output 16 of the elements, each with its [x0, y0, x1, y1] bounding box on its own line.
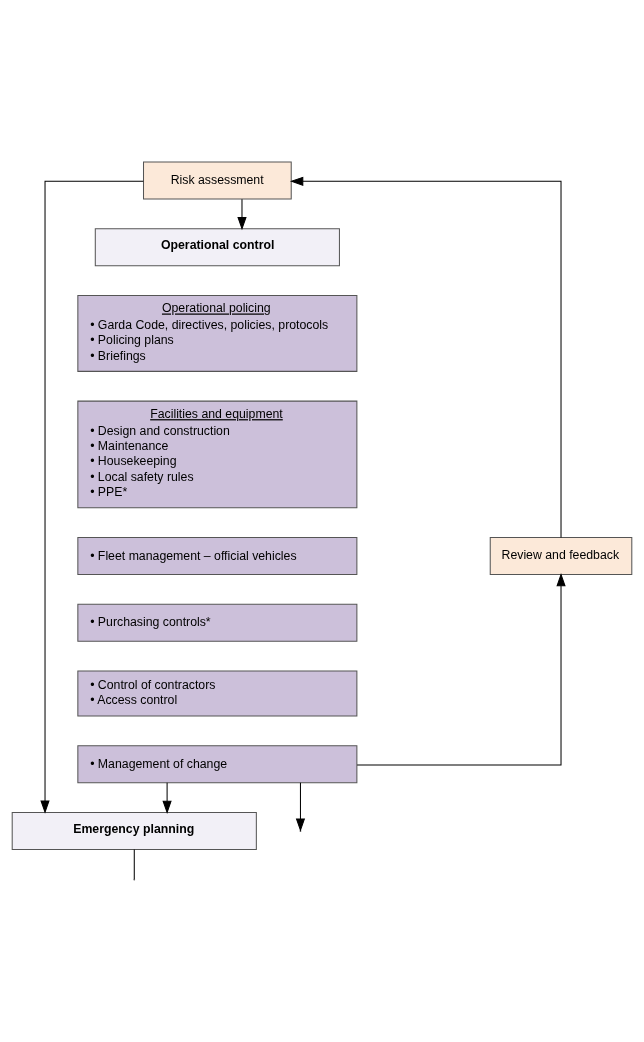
- node-box: • Purchasing controls*: [77, 603, 358, 642]
- arrow: [289, 176, 562, 538]
- node-box: Emergency planning: [11, 811, 257, 850]
- node-box: Operational policing • Garda Code, directives, policies, protocols • Policing plans • Briefings: [77, 294, 358, 372]
- arrow: [237, 198, 247, 231]
- connector: [133, 849, 135, 880]
- node-box: • Management of change: [77, 745, 358, 784]
- arrow: [356, 573, 566, 766]
- arrow: [40, 180, 144, 814]
- node-box: • Control of contractors • Access control: [77, 670, 358, 717]
- arrow: [162, 782, 172, 815]
- node-box: Operational control: [94, 228, 340, 267]
- node-box: Facilities and equipment • Design and construction • Maintenance • Housekeeping • Local safety rules • PPE*: [77, 400, 358, 509]
- node-box: • Fleet management – official vehicles: [77, 537, 358, 575]
- node-box: Review and feedback: [489, 537, 633, 575]
- node-box: Risk assessment: [143, 161, 292, 200]
